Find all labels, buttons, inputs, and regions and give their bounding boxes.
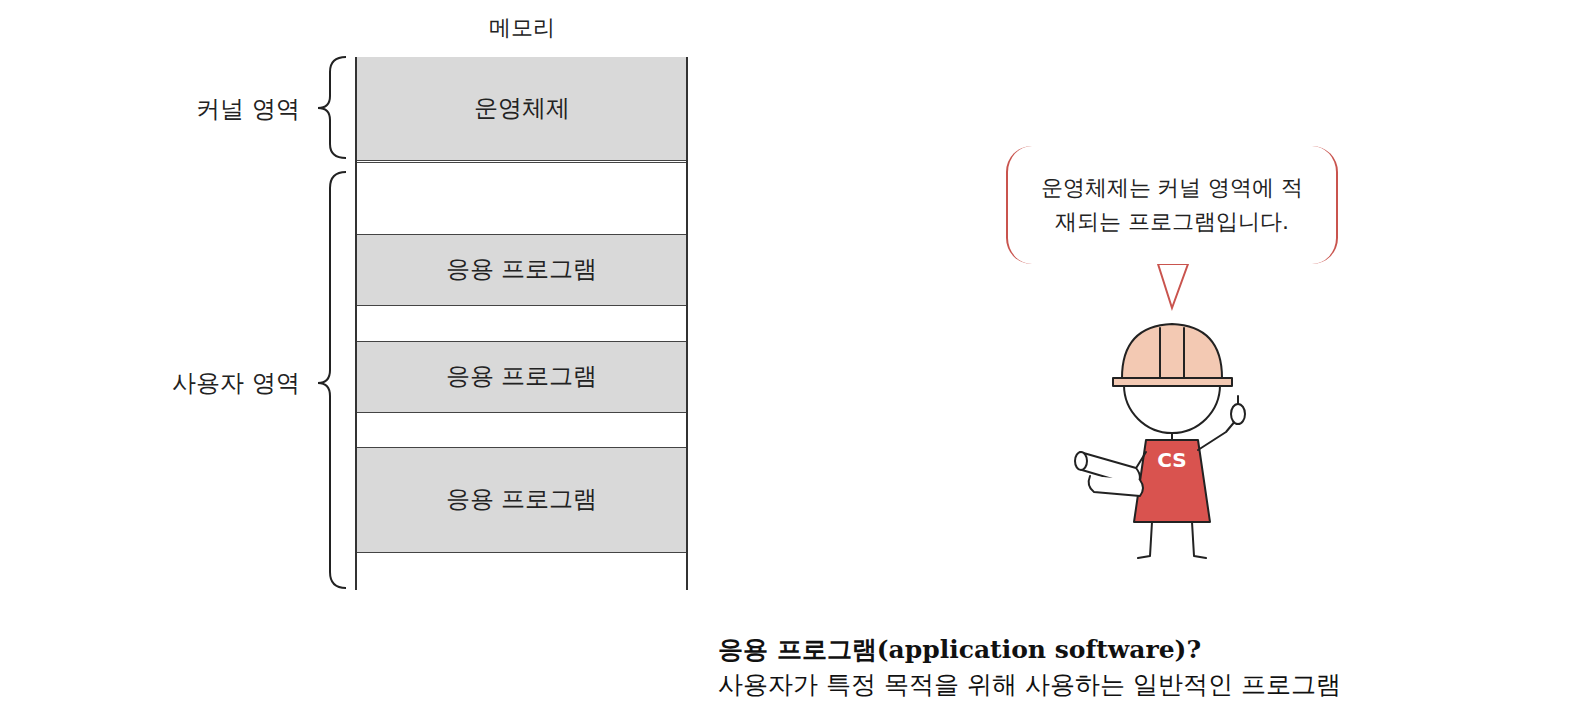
os-segment: 운영체제 bbox=[357, 57, 686, 161]
user-brace bbox=[318, 172, 346, 588]
bubble-tail bbox=[1158, 264, 1188, 308]
segment-label: 응용 프로그램 bbox=[446, 481, 598, 518]
bubble-text: 운영체제는 커널 영역에 적재되는 프로그램입니다. bbox=[1036, 171, 1308, 239]
memory-column: 메모리운영체제응용 프로그램응용 프로그램응용 프로그램 bbox=[355, 57, 688, 590]
app-segment: 응용 프로그램 bbox=[357, 447, 686, 553]
segment-label: 응용 프로그램 bbox=[446, 358, 598, 395]
definition-heading: 응용 프로그램(application software)? bbox=[718, 633, 1578, 666]
segment-divider bbox=[357, 162, 686, 163]
segment-label: 운영체제 bbox=[474, 90, 570, 127]
kernel-brace bbox=[318, 57, 346, 158]
speech-bubble: 운영체제는 커널 영역에 적재되는 프로그램입니다. bbox=[1006, 146, 1338, 264]
shirt-logo: CS bbox=[1132, 448, 1212, 472]
user-area-label: 사용자 영역 bbox=[110, 367, 300, 399]
app-segment: 응용 프로그램 bbox=[357, 234, 686, 306]
cs-character bbox=[1075, 324, 1245, 558]
app-segment: 응용 프로그램 bbox=[357, 341, 686, 413]
definition-text: 사용자가 특정 목적을 위해 사용하는 일반적인 프로그램 bbox=[718, 668, 1578, 701]
kernel-area-label: 커널 영역 bbox=[140, 93, 300, 125]
segment-label: 응용 프로그램 bbox=[446, 251, 598, 288]
column-title: 메모리 bbox=[357, 13, 686, 43]
